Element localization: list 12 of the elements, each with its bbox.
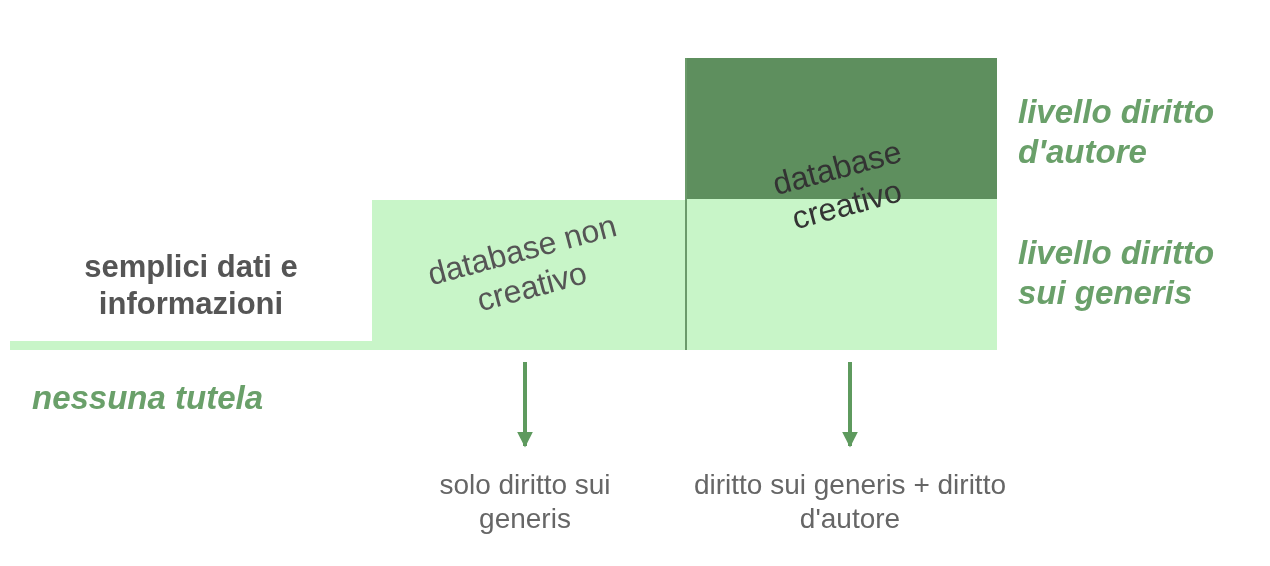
- box-label: database non creativo: [422, 206, 622, 321]
- level-label: livello diritto sui generis: [1018, 233, 1216, 313]
- non-creative-level-box: [372, 200, 685, 350]
- arrow: [842, 362, 858, 448]
- box-label: semplici dati e informazioni: [83, 248, 299, 323]
- box-label: database creativo: [767, 132, 907, 239]
- level-label: livello diritto d'autore: [1018, 92, 1216, 172]
- outcome-text: diritto sui generis + diritto d'autore: [692, 468, 1007, 536]
- level-label: nessuna tutela: [32, 378, 265, 418]
- creative-level-box: [685, 58, 997, 350]
- arrow: [517, 362, 533, 448]
- outcome-text: solo diritto sui generis: [438, 468, 612, 536]
